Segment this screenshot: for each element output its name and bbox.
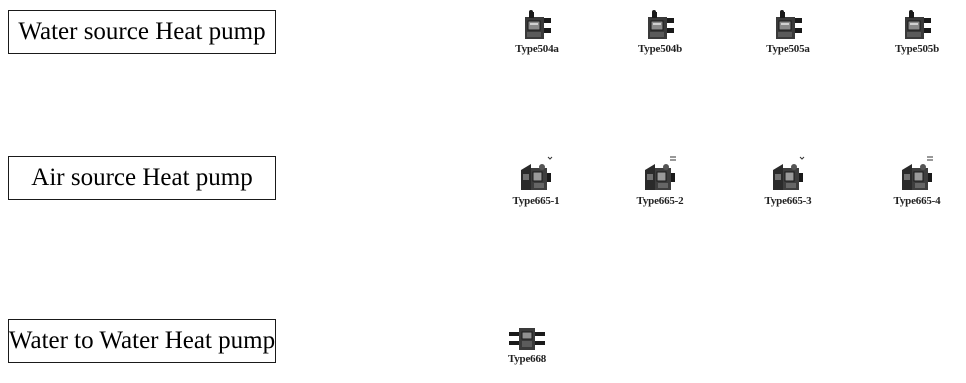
component-label: Type665-2 <box>636 195 684 207</box>
water-source-heat-pump-icon <box>905 10 931 39</box>
component-type505b[interactable]: Type505b <box>877 8 957 55</box>
category-water-to-water-heat-pump: Water to Water Heat pump <box>8 319 276 363</box>
component-type665-3[interactable]: Type665-3 <box>748 154 828 207</box>
component-label: Type665-3 <box>764 195 812 207</box>
water-source-heat-pump-icon <box>648 10 674 39</box>
air-source-heat-pump-icon <box>645 156 676 190</box>
category-air-source-heat-pump: Air source Heat pump <box>8 156 276 200</box>
water-source-heat-pump-icon <box>525 10 551 39</box>
component-type665-4[interactable]: Type665-4 <box>877 154 957 207</box>
category-water-source-heat-pump: Water source Heat pump <box>8 10 276 54</box>
component-label: Type668 <box>507 353 547 365</box>
component-label: Type504b <box>637 43 683 55</box>
component-label: Type665-1 <box>512 195 560 207</box>
component-type505a[interactable]: Type505a <box>748 8 828 55</box>
water-to-water-heat-pump-icon <box>509 328 545 350</box>
component-type504b[interactable]: Type504b <box>620 8 700 55</box>
component-type665-2[interactable]: Type665-2 <box>620 154 700 207</box>
water-source-heat-pump-icon <box>776 10 802 39</box>
category-label: Water to Water Heat pump <box>8 327 276 354</box>
component-label: Type504a <box>515 43 559 55</box>
component-label: Type665-4 <box>893 195 941 207</box>
air-source-heat-pump-icon <box>773 156 805 190</box>
category-label: Air source Heat pump <box>31 164 253 191</box>
component-label: Type505b <box>894 43 940 55</box>
component-type668[interactable]: Type668 <box>487 326 567 365</box>
component-type504a[interactable]: Type504a <box>497 8 577 55</box>
air-source-heat-pump-icon <box>902 156 933 190</box>
air-source-heat-pump-icon <box>521 156 553 190</box>
category-label: Water source Heat pump <box>18 18 266 45</box>
component-label: Type505a <box>766 43 810 55</box>
component-type665-1[interactable]: Type665-1 <box>496 154 576 207</box>
